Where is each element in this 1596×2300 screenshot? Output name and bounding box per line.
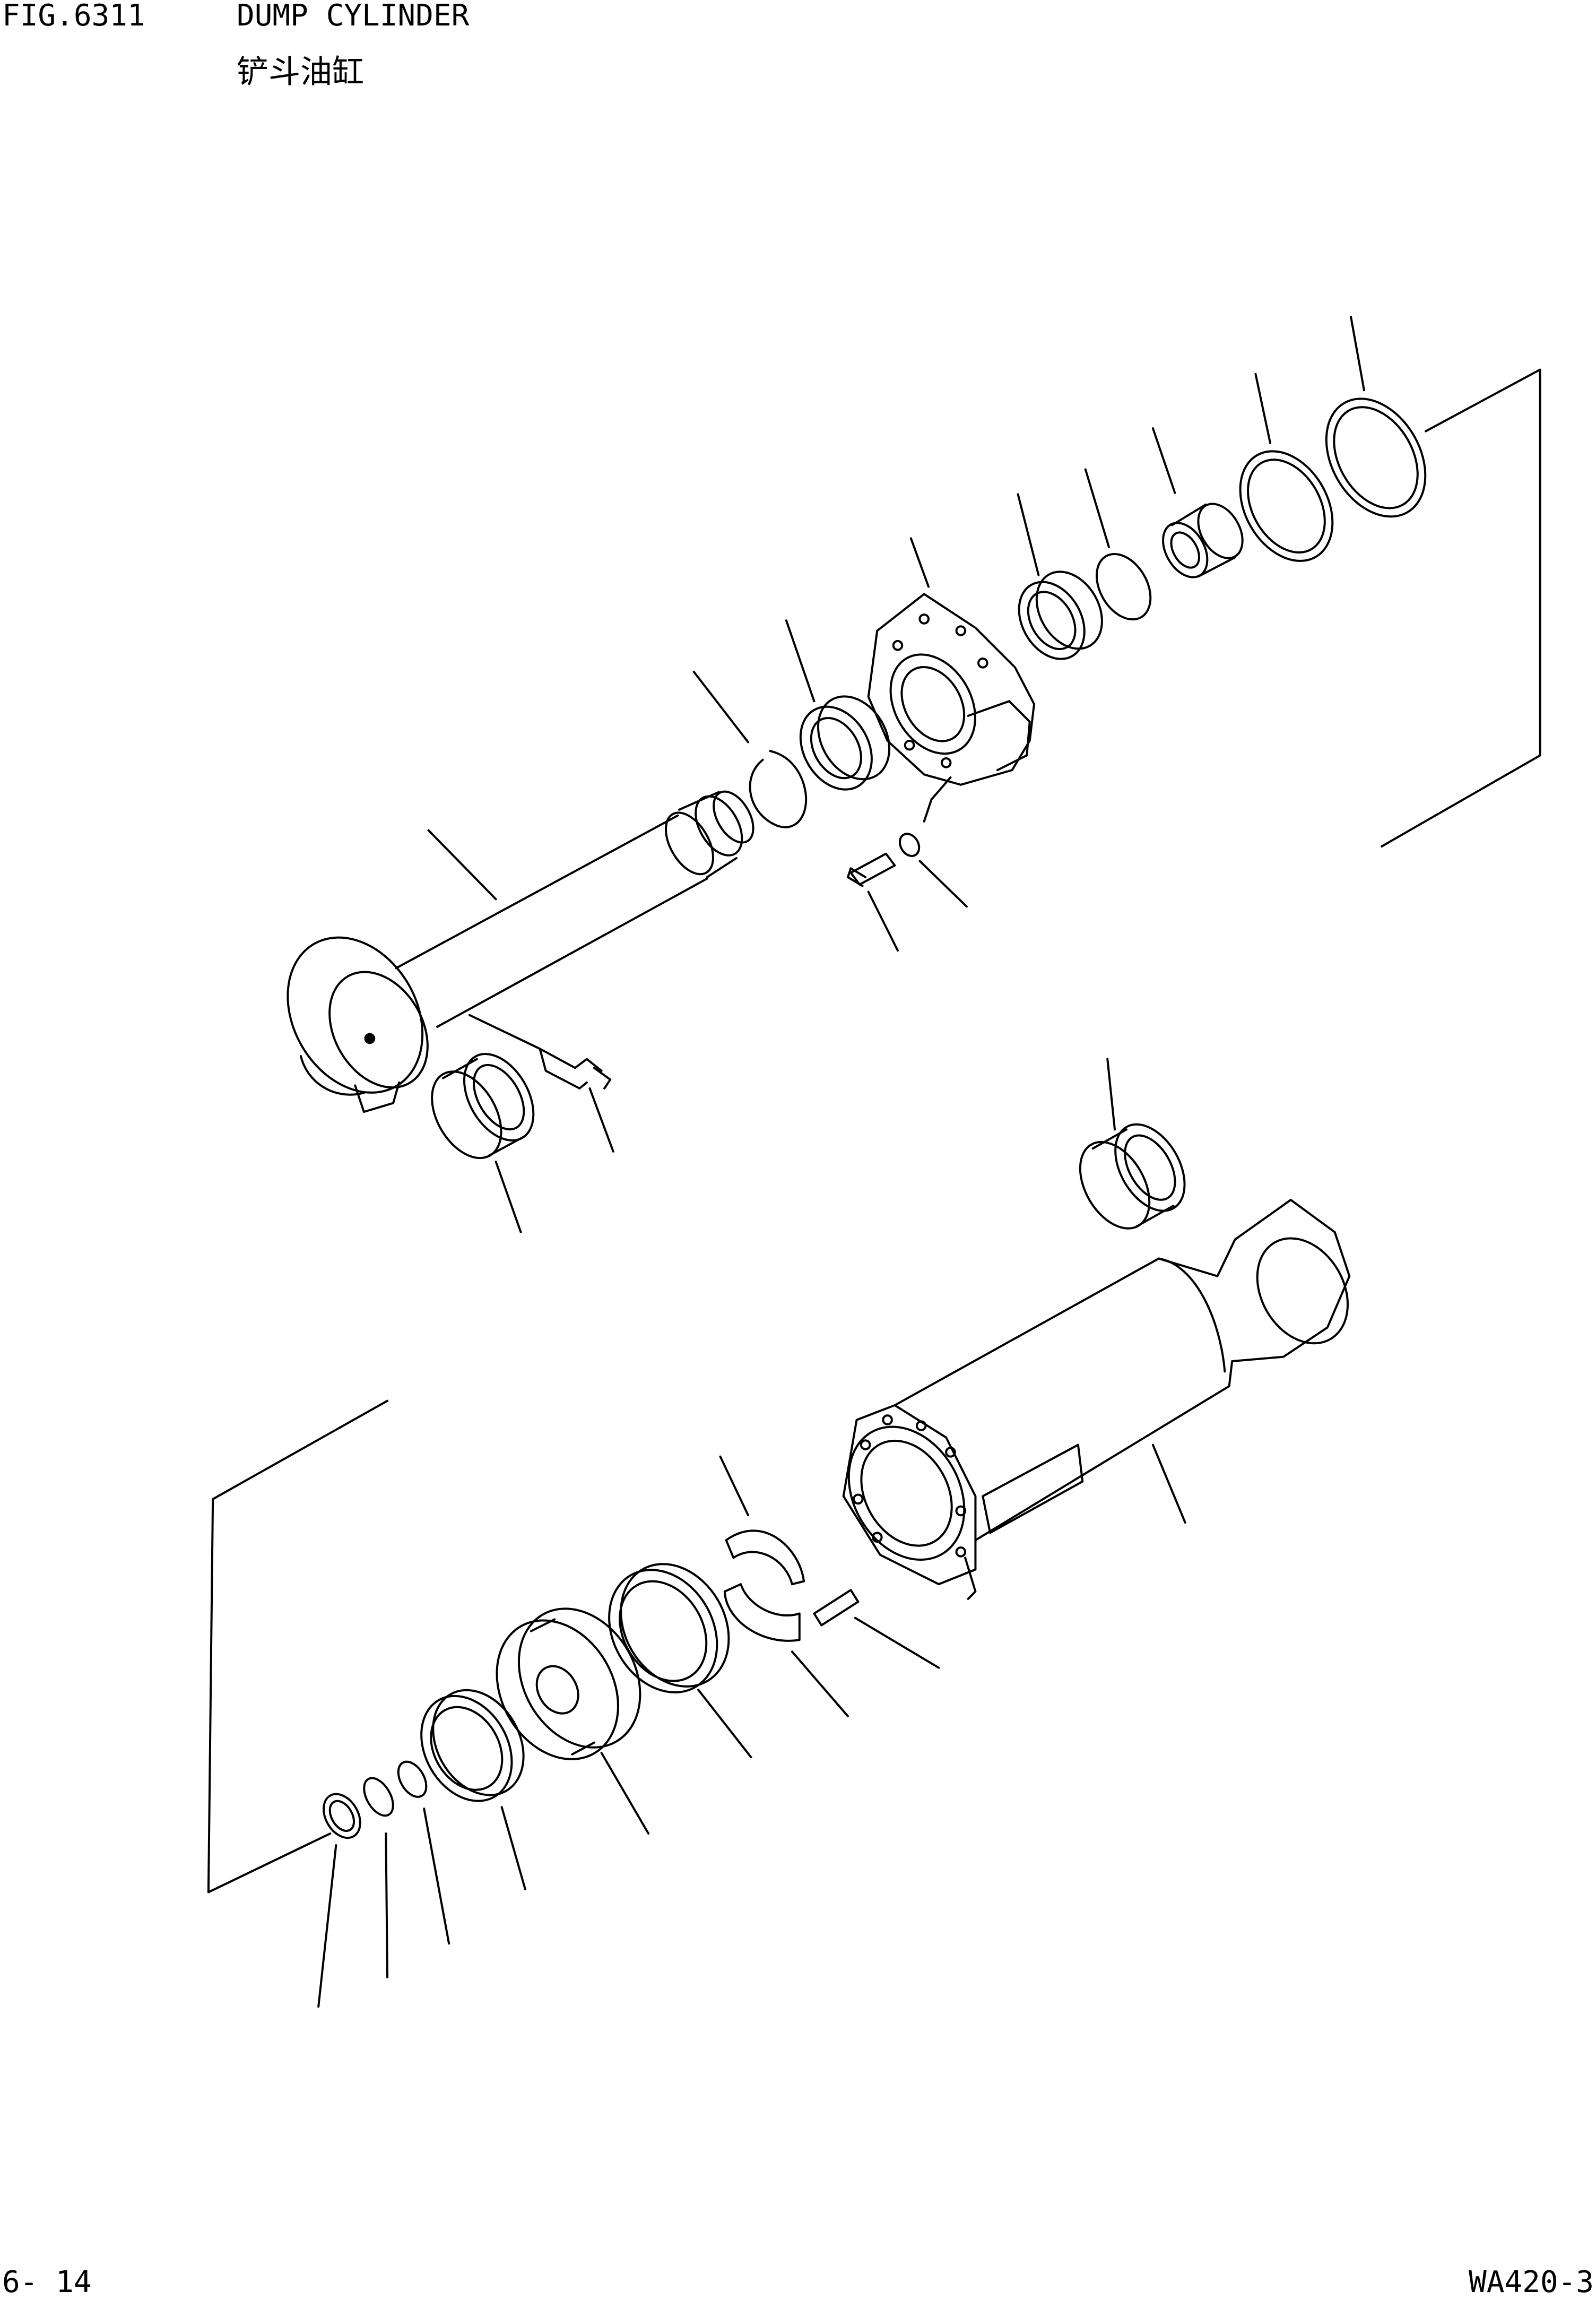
cylinder-head: [869, 594, 1034, 821]
piston-ring-3: [316, 1787, 368, 1844]
model-code: WA420-3: [1468, 2265, 1594, 2299]
head-seal: [786, 684, 904, 802]
bottom-bushing: [1066, 1112, 1199, 1241]
page-number: 6- 14: [2, 2265, 92, 2299]
figure-number: FIG.6311: [2, 0, 145, 33]
o-ring-large: [1306, 381, 1445, 534]
leader-lines-lower: [318, 1059, 1185, 2007]
split-ring-upper: [726, 1531, 804, 1584]
grease-fitting: [470, 1015, 610, 1088]
group-bracket-lower: [209, 1401, 387, 1892]
leader-lines-upper: [428, 317, 1364, 1232]
piston: [473, 1587, 665, 1782]
snap-ring: [750, 751, 806, 827]
rod-bushing: [1154, 496, 1252, 585]
backup-ring: [1221, 435, 1351, 577]
o-ring-small: [1086, 544, 1161, 629]
head-washer: [896, 831, 923, 860]
wear-ring: [403, 1674, 542, 1817]
piston-rod: [396, 785, 761, 1027]
piston-ring-2: [358, 1773, 399, 1820]
rod-end-bushing: [418, 1042, 548, 1170]
piston-nut: [588, 1544, 751, 1712]
figure-title-chinese: 铲斗油缸: [237, 54, 364, 91]
piston-bolt: [814, 1590, 858, 1625]
piston-ring-1: [393, 1757, 432, 1802]
group-bracket-upper: [1382, 370, 1540, 846]
split-ring-lower: [725, 1584, 800, 1641]
head-bolt: [848, 854, 895, 886]
figure-title: DUMP CYLINDER: [237, 0, 470, 33]
rod-eye: [261, 913, 449, 1117]
cylinder-tube: [826, 1200, 1366, 1599]
rod-seal: [1006, 560, 1115, 671]
